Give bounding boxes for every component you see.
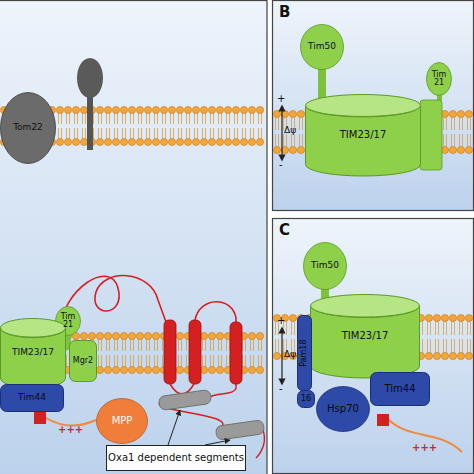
panel-a-frame [0, 1, 267, 474]
node-label: Mgr2 [73, 357, 93, 365]
panel-b-frame [273, 1, 474, 211]
node-label: TIM23/17 [12, 348, 54, 357]
charge-mark: +++ [412, 443, 437, 453]
receptor-complex: Tom22 [0, 92, 56, 164]
node-label: Tim50 [308, 42, 336, 51]
node-label: Pam18 [300, 339, 308, 366]
polarity-sign: - [279, 160, 283, 170]
panel-c: C Tim50TIM23/17Pam18 16Hsp70 Tim44 [272, 218, 474, 474]
mgr2-box: Mgr2 [69, 340, 97, 382]
panel-c-frame [273, 219, 474, 474]
oxa1-segment [215, 420, 264, 441]
node-label: TIM23/17 [340, 130, 387, 141]
tim21-head: Tim 21 [426, 62, 452, 96]
node-label: MPP [112, 416, 133, 427]
panel-letter: B [279, 5, 290, 21]
node-label: 16 [301, 395, 311, 403]
node-label: Hsp70 [327, 404, 359, 415]
panel-letter: C [279, 223, 290, 239]
node-label: Tom22 [13, 123, 43, 132]
node-label: Tim44 [18, 393, 46, 402]
potential-arrow [281, 330, 282, 382]
callout-box: Oxa1 dependent segments [106, 445, 246, 471]
panel-b: B Tim50Tim 21 TIM23/17 [272, 0, 474, 211]
node-label: Tim 21 [55, 313, 81, 330]
leader-line [205, 440, 230, 445]
receptor-stem [87, 92, 93, 150]
hsp70-shape: Hsp70 [316, 386, 370, 432]
node-label: Tim44 [384, 384, 415, 395]
node-label: Tim 21 [426, 71, 452, 88]
precursor-chain [208, 386, 236, 398]
pam16-box: 16 [297, 390, 315, 408]
presequence-tag [34, 412, 46, 424]
polarity-sign: + [277, 94, 285, 104]
translocase-channel: TIM23/17 [310, 294, 420, 378]
oxa1-segment [158, 389, 211, 410]
mgr2-shape [420, 100, 442, 170]
leader-line [168, 410, 180, 445]
receptor-head [77, 58, 103, 98]
translocase-channel: TIM23/17 [305, 94, 421, 176]
charge-mark: +++ [58, 425, 83, 435]
potential-arrow [281, 108, 282, 158]
tim50-head: Tim50 [300, 24, 344, 70]
tim50-head: Tim50 [303, 242, 347, 290]
transmembrane-helix [230, 322, 242, 384]
potential-label: Δψ [284, 126, 296, 135]
node-label: TIM23/17 [342, 331, 389, 342]
tim44-shape: Tim44 [0, 384, 64, 412]
presequence [389, 420, 462, 452]
transmembrane-helix [189, 320, 201, 384]
tim50-stem [318, 66, 326, 100]
peptidase-shape: MPP [96, 398, 148, 444]
transmembrane-helix [164, 320, 176, 384]
pam18-bar: Pam18 [297, 315, 312, 391]
node-label: Oxa1 dependent segments [108, 453, 244, 464]
polarity-sign: - [279, 384, 283, 394]
tim44-shape: Tim44 [370, 372, 430, 406]
polarity-sign: + [277, 316, 285, 326]
potential-label: Δψ [284, 350, 296, 359]
node-label: Tim50 [311, 261, 339, 270]
presequence-tag [377, 414, 389, 426]
translocase-channel: TIM23/17 [0, 318, 66, 388]
